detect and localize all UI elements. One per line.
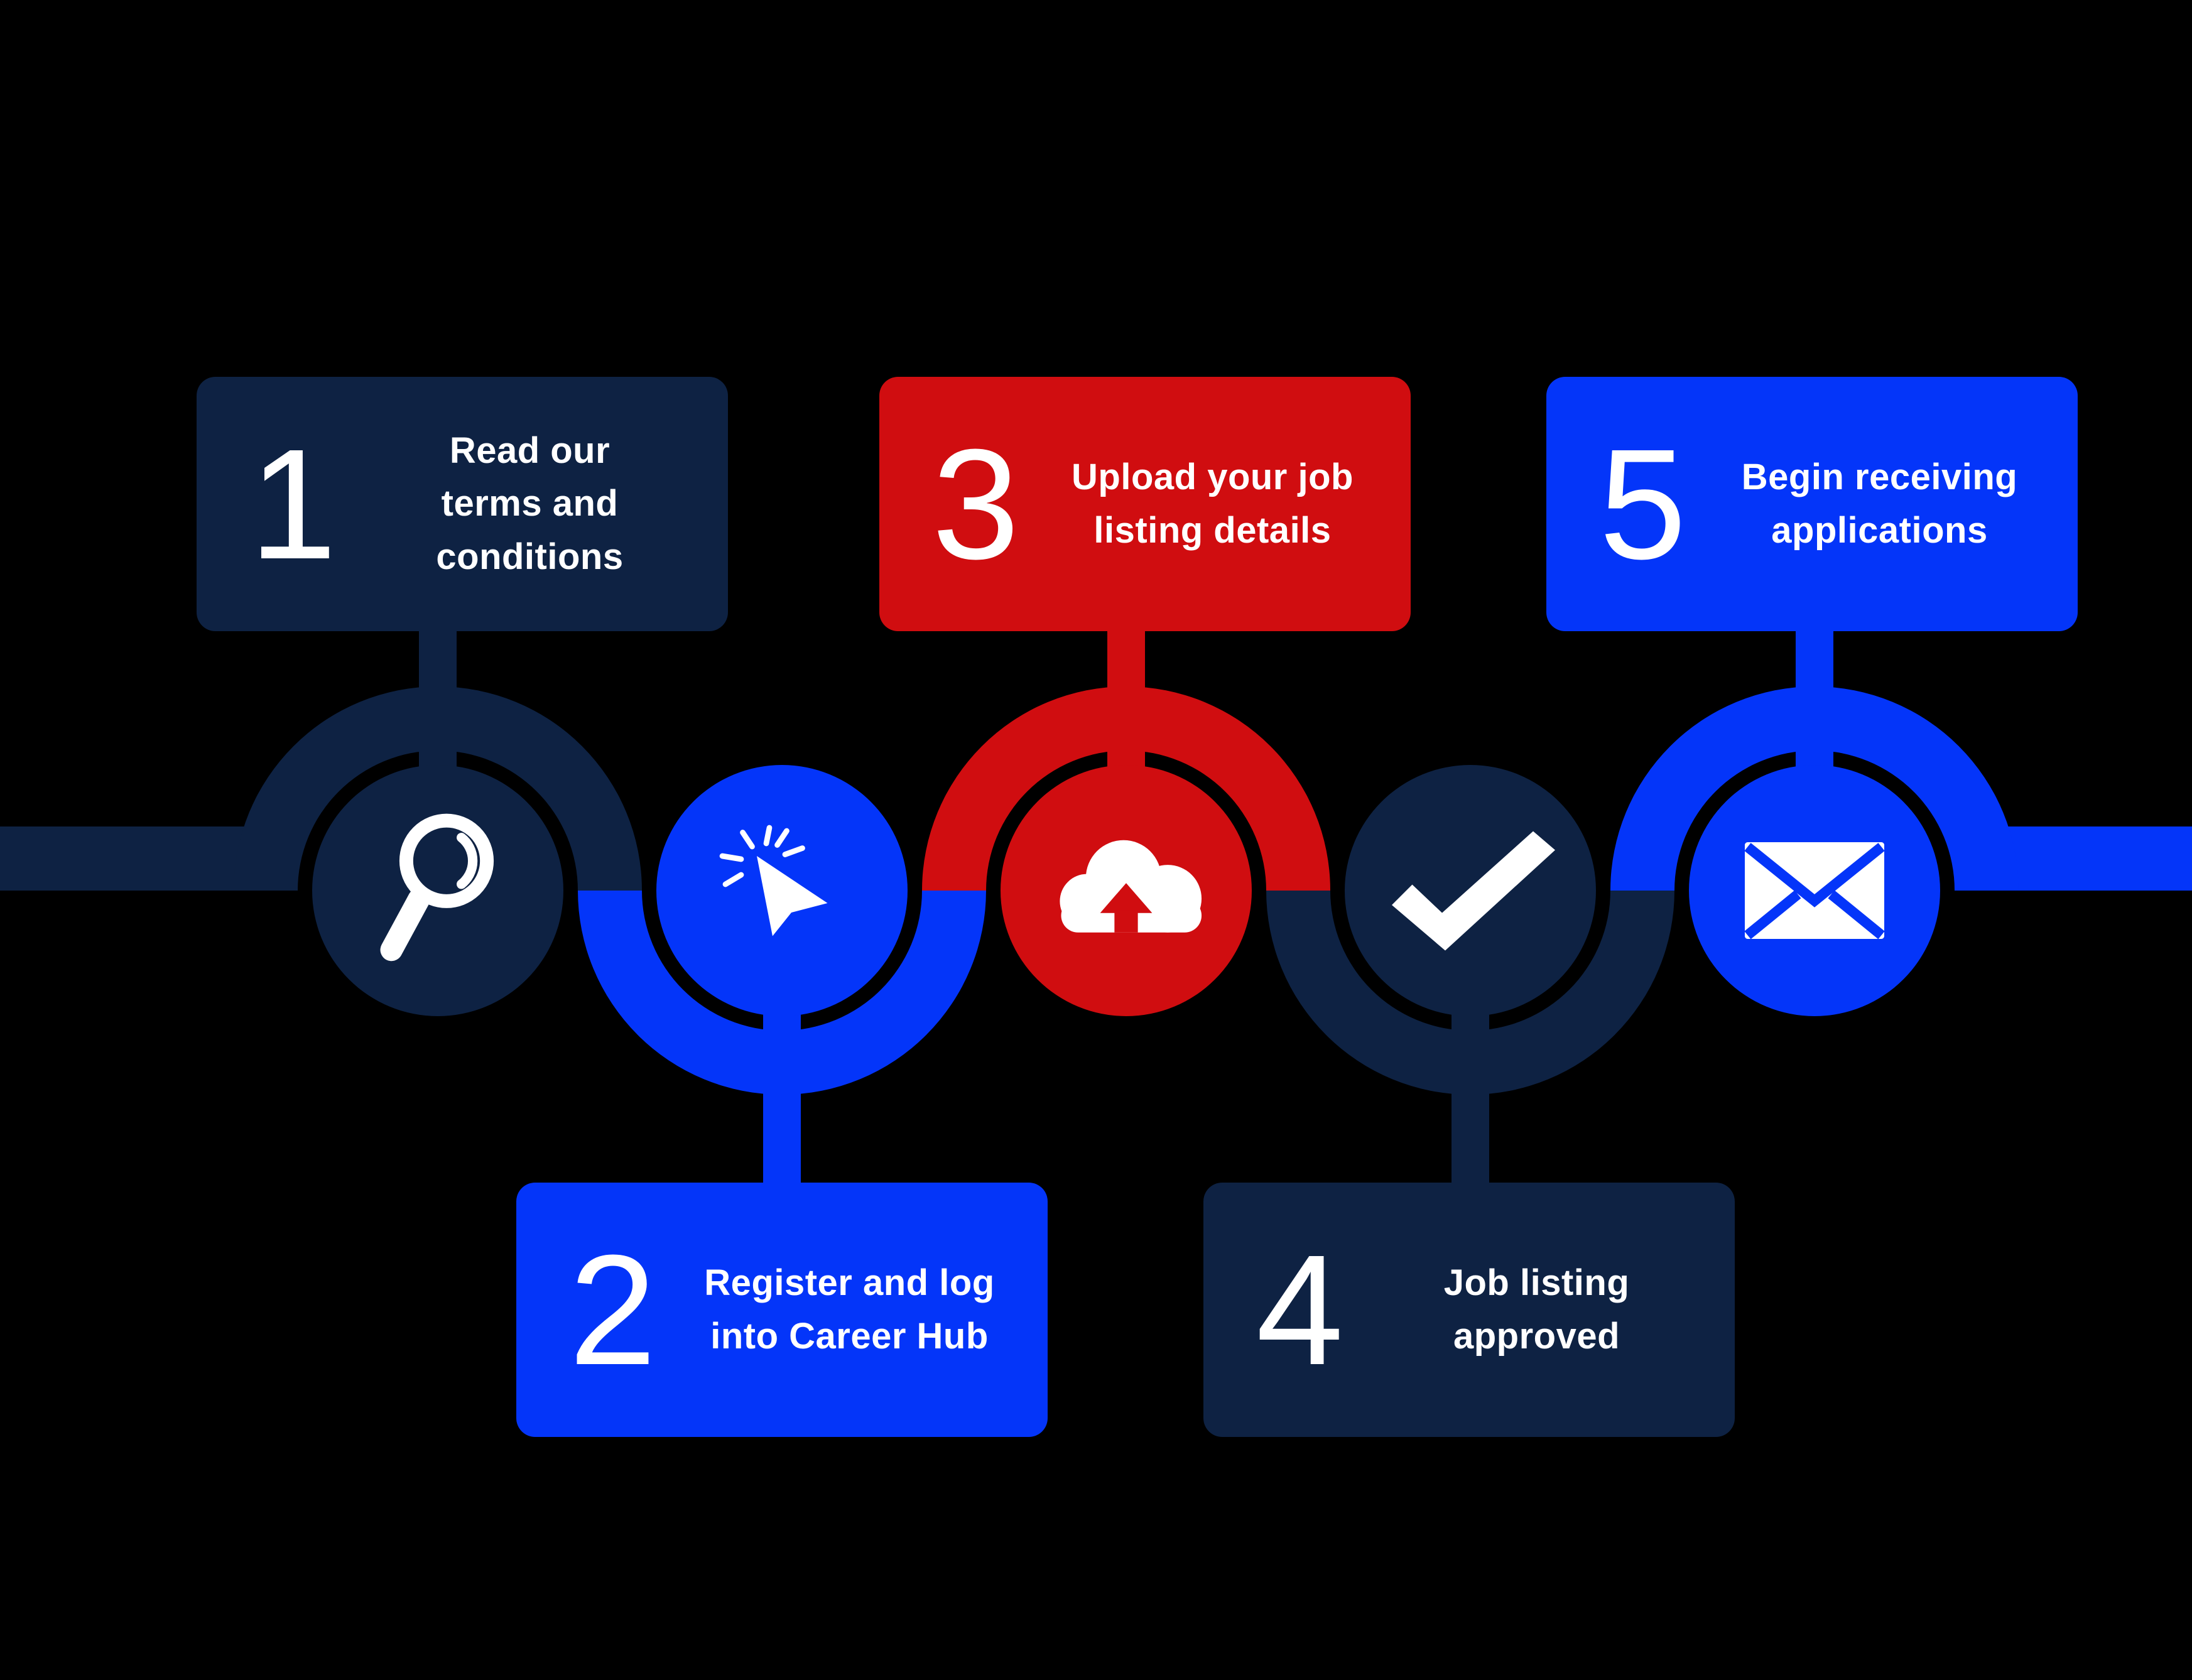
step-4-circle [1345, 765, 1596, 1016]
step-1-circle [312, 765, 563, 1016]
step-2-number: 2 [568, 1222, 657, 1397]
step-5-number: 5 [1598, 416, 1687, 592]
step-2-circle [656, 765, 908, 1016]
step-4-number: 4 [1256, 1222, 1344, 1397]
step-2-label: Register and log into Career Hub [704, 1262, 995, 1357]
step-4-card: 4 Job listing approved [1203, 1183, 1735, 1437]
step-1-card: 1 Read our terms and conditions [197, 377, 728, 631]
step-3-number: 3 [931, 416, 1020, 592]
step-1-label: Read our terms and conditions [436, 430, 624, 577]
envelope-icon [1745, 842, 1884, 939]
step-3-label: Upload your job listing details [1072, 457, 1354, 551]
step-1-number: 1 [249, 416, 337, 592]
step-2-card: 2 Register and log into Career Hub [516, 1183, 1048, 1437]
cloud-upload-icon [1035, 826, 1217, 956]
step-5-label: Begin receiving applications [1741, 457, 2018, 551]
step-5-circle [1689, 765, 1940, 1016]
cursor-click-icon [703, 812, 860, 969]
checkmark-icon [1376, 820, 1565, 962]
step-3-circle [1001, 765, 1252, 1016]
step-3-card: 3 Upload your job listing details [879, 377, 1411, 631]
magnifier-icon [374, 806, 502, 975]
step-5-card: 5 Begin receiving applications [1546, 377, 2078, 631]
step-4-label: Job listing approved [1443, 1262, 1630, 1357]
